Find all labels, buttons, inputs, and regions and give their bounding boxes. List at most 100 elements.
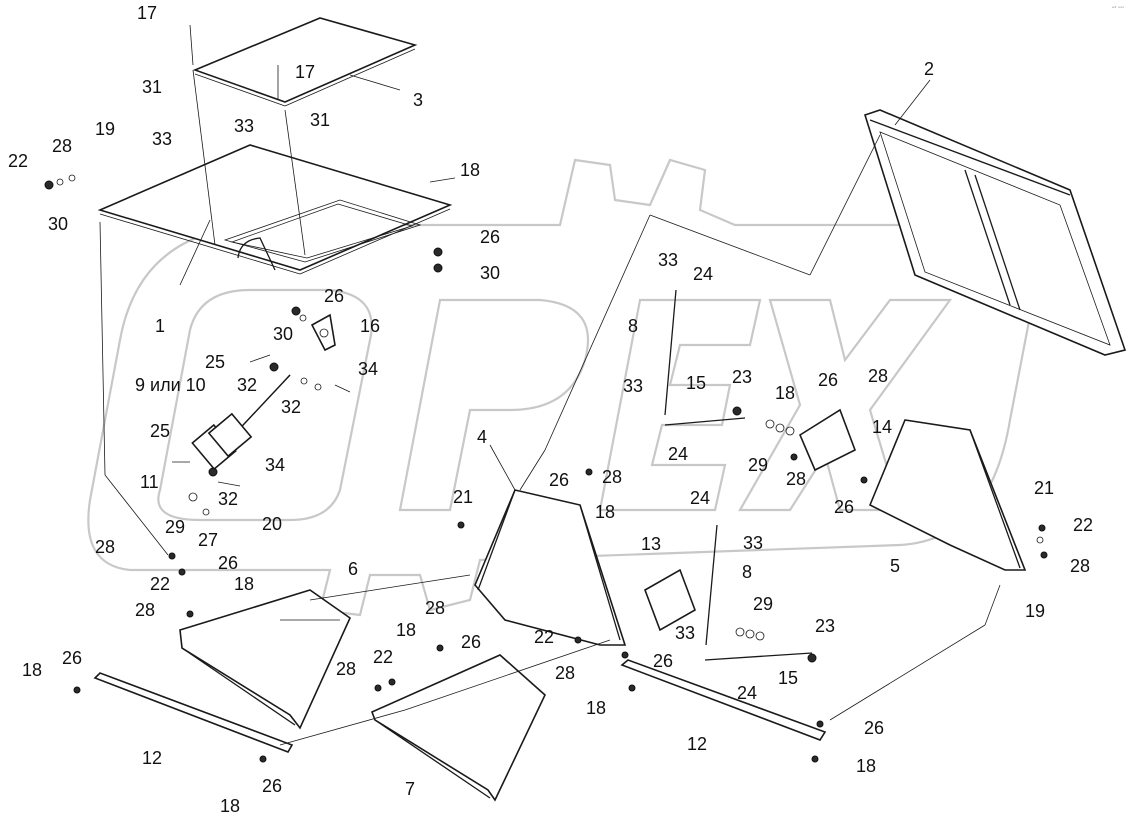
callout-1: 1 (155, 316, 165, 336)
part-6-panel (179, 589, 352, 730)
callout-20: 20 (262, 514, 282, 534)
callout-25-a: 25 (205, 352, 225, 372)
callout-15-b: 15 (778, 668, 798, 688)
callout-14: 14 (872, 417, 892, 437)
part-7-panel (370, 654, 546, 802)
callout-30-b: 30 (480, 263, 500, 283)
callout-32-c: 32 (218, 489, 238, 509)
callout-26-j: 26 (864, 718, 884, 738)
fasteners (44, 174, 1048, 763)
callout-28-g: 28 (135, 600, 155, 620)
callout-22-c: 22 (150, 574, 170, 594)
callout-33-f: 33 (675, 623, 695, 643)
callout-2: 2 (924, 59, 934, 79)
callout-13: 13 (641, 534, 661, 554)
callout-32-a: 32 (237, 375, 257, 395)
callout-33-c: 33 (658, 250, 678, 270)
corner-mark: ᵉ° ᵒᵒᵒ (1112, 6, 1124, 12)
callout-15-a: 15 (686, 373, 706, 393)
callout-28-c: 28 (786, 469, 806, 489)
callout-5: 5 (890, 556, 900, 576)
callout-26-g: 26 (461, 632, 481, 652)
callout-22-b: 22 (1073, 515, 1093, 535)
callout-19-b: 19 (1025, 601, 1045, 621)
callout-30-a: 30 (48, 214, 68, 234)
callout-6: 6 (348, 559, 358, 579)
part-1-cover-plate (97, 144, 453, 275)
part-8-rod-lower (705, 524, 718, 646)
part-12-bar-left (93, 672, 294, 753)
callout-33-e: 33 (743, 533, 763, 553)
callout-19-a: 19 (95, 119, 115, 139)
callout-29-a: 29 (165, 517, 185, 537)
callout-33-d: 33 (623, 376, 643, 396)
callout-17-a: 17 (137, 3, 157, 23)
callout-21-a: 21 (453, 487, 473, 507)
callout-30-c: 30 (273, 324, 293, 344)
part-5-side-panel (868, 419, 1027, 571)
callout-34-b: 34 (265, 455, 285, 475)
callout-18-i: 18 (856, 756, 876, 776)
callout-26-h: 26 (62, 648, 82, 668)
callout-21-b: 21 (1034, 478, 1054, 498)
callout-23-a: 23 (732, 367, 752, 387)
callout-33-b: 33 (234, 116, 254, 136)
part-15-link-upper (664, 417, 746, 426)
callout-8-b: 8 (742, 562, 752, 582)
callout-28-i: 28 (336, 659, 356, 679)
callout-31-b: 31 (310, 110, 330, 130)
callout-8-a: 8 (628, 316, 638, 336)
callout-18-c: 18 (595, 502, 615, 522)
callout-18-h: 18 (586, 698, 606, 718)
actuator-9-10 (191, 374, 291, 471)
callout-28-d: 28 (602, 467, 622, 487)
callout-18-b: 18 (775, 383, 795, 403)
callout-28-b: 28 (868, 366, 888, 386)
callout-11: 11 (140, 472, 159, 492)
callout-24-a: 24 (693, 264, 713, 284)
part-14-plate (798, 408, 857, 472)
callout-23-b: 23 (815, 616, 835, 636)
callout-26-k: 26 (262, 776, 282, 796)
callout-32-b: 32 (281, 397, 301, 417)
part-2-frame (864, 109, 1127, 356)
callout-18-g: 18 (220, 796, 240, 816)
callout-33-a: 33 (152, 129, 172, 149)
callout-22-a: 22 (8, 151, 28, 171)
callout-12-a: 12 (142, 748, 162, 768)
callout-29-b: 29 (748, 455, 768, 475)
callout-12-b: 12 (687, 734, 707, 754)
callout-29-c: 29 (753, 594, 773, 614)
part-8-rod-upper (664, 289, 677, 416)
part-13-plate (644, 568, 696, 632)
callout-26-c: 26 (818, 370, 838, 390)
callout-34-a: 34 (358, 359, 378, 379)
callout-28-j: 28 (555, 663, 575, 683)
callout-7: 7 (405, 779, 415, 799)
callout-4: 4 (477, 427, 487, 447)
callout-28-e: 28 (1070, 556, 1090, 576)
callout-27: 27 (198, 530, 218, 550)
callout-28-a: 28 (52, 136, 72, 156)
callout-26-d: 26 (834, 497, 854, 517)
leader-lines (99, 24, 1001, 746)
callout-18-e: 18 (396, 620, 416, 640)
callout-25-b: 25 (150, 421, 170, 441)
callout-3: 3 (413, 90, 423, 110)
part-15-link-lower (704, 652, 813, 661)
callout-28-f: 28 (95, 537, 115, 557)
callout-9-10: 9 или 10 (135, 375, 206, 395)
callout-26-f: 26 (218, 553, 238, 573)
callout-26-e: 26 (549, 470, 569, 490)
callout-22-e: 22 (534, 627, 554, 647)
callout-18-f: 18 (22, 660, 42, 680)
callout-18-d: 18 (234, 574, 254, 594)
callout-17-b: 17 (295, 62, 315, 82)
callout-22-d: 22 (373, 647, 393, 667)
callout-31-a: 31 (142, 77, 162, 97)
part-12-bar-right (620, 659, 827, 741)
callout-18-a: 18 (460, 160, 480, 180)
callout-26-i: 26 (653, 651, 673, 671)
part-3-lid (192, 17, 418, 107)
